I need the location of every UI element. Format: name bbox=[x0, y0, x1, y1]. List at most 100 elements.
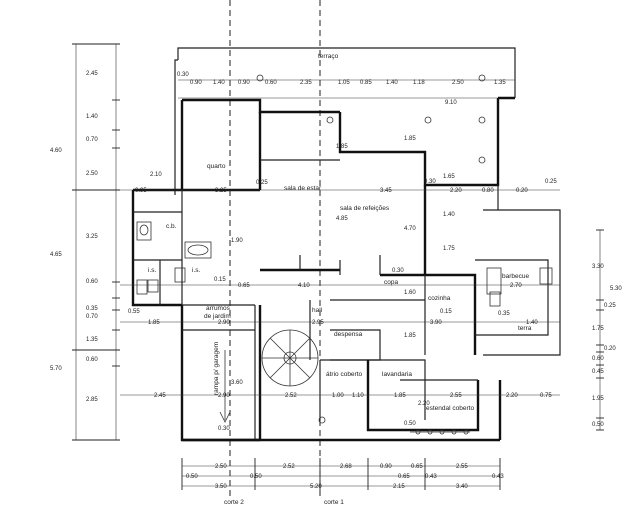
top-dim-1: 0.30 bbox=[177, 72, 189, 78]
inner-dim-3: 4.85 bbox=[336, 216, 348, 222]
right-dim-4: 0.20 bbox=[604, 346, 616, 352]
mid1-dim-1: 0.95 bbox=[135, 188, 147, 194]
label-terra: terra bbox=[518, 325, 532, 332]
top-dim-7: 1.05 bbox=[338, 80, 350, 86]
bottom1-dim-6: 2.55 bbox=[456, 464, 468, 470]
bottom1-dim-4: 0.90 bbox=[380, 464, 392, 470]
left-dim-7: 0.35 bbox=[86, 306, 98, 312]
right-dim-5: 0.60 bbox=[592, 356, 604, 362]
left-dim-6: 0.60 bbox=[86, 279, 98, 285]
mid3-dim-6: 1.40 bbox=[526, 320, 538, 326]
mid3-dim-5: 0.35 bbox=[498, 311, 510, 317]
inner-dim-14: 0.50 bbox=[404, 421, 416, 427]
top-dim-10: 1.18 bbox=[413, 80, 425, 86]
label-terraco: terraço bbox=[318, 53, 339, 60]
bottom1-dim-1: 2.50 bbox=[215, 464, 227, 470]
mid1-dim-2: 3.25 bbox=[215, 188, 227, 194]
label-cozinha: cozinha bbox=[428, 295, 451, 302]
mid3-dim-2: 2.90 bbox=[218, 320, 230, 326]
mid1-dim-9: 0.25 bbox=[545, 179, 557, 185]
label-is: i.s. bbox=[148, 267, 157, 274]
mid4-dim-1: 2.45 bbox=[154, 393, 166, 399]
top-dim-11: 2.50 bbox=[452, 80, 464, 86]
bottom2-dim-2: 0.50 bbox=[250, 474, 262, 480]
left-dim-8: 0.70 bbox=[86, 314, 98, 320]
mid4-dim-7: 2.20 bbox=[418, 401, 430, 407]
right-dim-7: 1.95 bbox=[592, 396, 604, 402]
mid4-dim-9: 2.20 bbox=[506, 393, 518, 399]
left-dim-4: 2.50 bbox=[86, 171, 98, 177]
bottom2-dim-5: 0.43 bbox=[492, 474, 504, 480]
bottom3-dim-3: 2.15 bbox=[393, 484, 405, 490]
top-dim-4: 0.90 bbox=[238, 80, 250, 86]
mid2-dim-1: 0.55 bbox=[128, 309, 140, 315]
left-dim-2: 1.40 bbox=[86, 114, 98, 120]
bottom1-dim-5: 0.65 bbox=[411, 464, 423, 470]
inner-dim-1: 2.10 bbox=[150, 172, 162, 178]
inner-dim-11: 0.30 bbox=[218, 426, 230, 432]
mid3-dim-3: 2.95 bbox=[312, 320, 324, 326]
mid4-dim-6: 1.85 bbox=[394, 393, 406, 399]
walls bbox=[131, 47, 561, 442]
bottom3-dim-2: 5.20 bbox=[310, 484, 322, 490]
label-copa: copa bbox=[384, 279, 398, 286]
top-dim-5: 0.60 bbox=[265, 80, 277, 86]
middle-dimension-chains: 0.95 3.25 0.25 3.45 0.30 2.20 0.80 0.20 … bbox=[120, 179, 560, 407]
top-dimension-chain: 0.30 0.90 1.40 0.90 0.60 2.35 1.05 0.85 … bbox=[177, 72, 515, 106]
inner-dim-5: 1.65 bbox=[443, 174, 455, 180]
mid4-dim-4: 1.00 bbox=[332, 393, 344, 399]
mid1-dim-3: 0.25 bbox=[256, 180, 268, 186]
fixtures bbox=[136, 74, 553, 435]
bottom-dimension-chains: 2.50 2.52 2.68 0.90 0.65 2.55 0.50 0.50 … bbox=[181, 458, 504, 490]
label-cb: c.b. bbox=[166, 223, 177, 230]
inner-dim-7: 1.40 bbox=[443, 212, 455, 218]
label-de-jardim: de jardim bbox=[204, 313, 231, 320]
top-dim-12: 1.35 bbox=[494, 80, 506, 86]
mid1-dim-4: 3.45 bbox=[380, 188, 392, 194]
label-hall: hall bbox=[312, 307, 323, 314]
left-dim-5: 3.25 bbox=[86, 234, 98, 240]
section-label-2: corte 2 bbox=[224, 499, 244, 506]
label-lavandaria: lavandaria bbox=[382, 371, 412, 378]
mid4-dim-3: 2.52 bbox=[285, 393, 297, 399]
inner-dim-9: 1.90 bbox=[231, 238, 243, 244]
right-total: 5.30 bbox=[610, 286, 622, 292]
room-labels: terraço quarto sala de estar sala de ref… bbox=[148, 53, 532, 412]
right-dim-8: 0.50 bbox=[592, 422, 604, 428]
bottom2-dim-1: 0.50 bbox=[186, 474, 198, 480]
label-despensa: despensa bbox=[334, 331, 363, 338]
mid1-dim-5: 0.30 bbox=[424, 179, 436, 185]
inner-dimensions: 2.10 1.85 4.85 1.85 1.65 4.70 1.40 1.75 … bbox=[150, 136, 455, 432]
mid2-dim-4: 0.15 bbox=[214, 277, 226, 283]
label-quarto: quarto bbox=[207, 163, 226, 170]
mid4-dim-2: 2.90 bbox=[218, 393, 230, 399]
bottom3-dim-1: 3.50 bbox=[215, 484, 227, 490]
top-dim-2: 0.90 bbox=[190, 80, 202, 86]
right-dim-1: 3.30 bbox=[592, 264, 604, 270]
mid2-dim-5: 0.30 bbox=[392, 268, 404, 274]
inner-dim-12: 1.60 bbox=[404, 290, 416, 296]
right-dimension-chain: 3.30 0.25 1.75 0.20 0.60 0.45 1.95 0.50 … bbox=[592, 229, 622, 431]
label-atrio: átrio coberto bbox=[326, 371, 363, 378]
bottom2-dim-3: 0.65 bbox=[398, 474, 410, 480]
mid1-dim-8: 0.20 bbox=[516, 188, 528, 194]
inner-dim-4: 1.85 bbox=[404, 136, 416, 142]
inner-dim-13: 1.85 bbox=[404, 333, 416, 339]
left-total-3: 5.70 bbox=[50, 366, 62, 372]
top-dim-3: 1.40 bbox=[213, 80, 225, 86]
mid2-dim-2: 0.65 bbox=[238, 283, 250, 289]
section-label-1: corte 1 bbox=[324, 499, 344, 506]
right-dim-6: 0.45 bbox=[592, 369, 604, 375]
left-dim-1: 2.45 bbox=[86, 71, 98, 77]
label-estendal: estendal coberto bbox=[426, 405, 474, 412]
left-dim-10: 0.60 bbox=[86, 357, 98, 363]
mid1-dim-6: 2.20 bbox=[450, 188, 462, 194]
inner-dim-6: 4.70 bbox=[404, 226, 416, 232]
right-dim-3: 1.75 bbox=[592, 326, 604, 332]
mid4-dim-5: 1.10 bbox=[352, 393, 364, 399]
left-total-1: 4.60 bbox=[50, 148, 62, 154]
mid1-dim-7: 0.80 bbox=[482, 188, 494, 194]
label-barbecue: barbecue bbox=[502, 273, 529, 280]
top-dim-6: 2.35 bbox=[300, 80, 312, 86]
right-dim-2: 0.25 bbox=[604, 303, 616, 309]
